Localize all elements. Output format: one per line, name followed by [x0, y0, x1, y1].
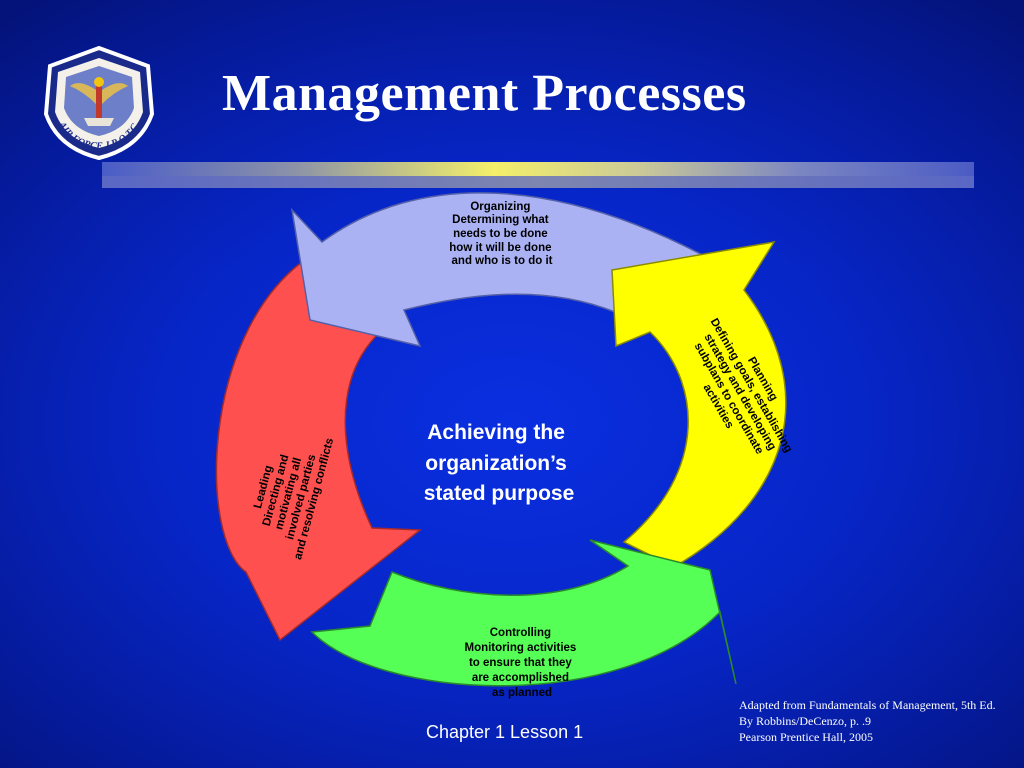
- citation-line: Adapted from Fundamentals of Management,…: [739, 698, 996, 712]
- center-label: Achieving the organization’s stated purp…: [424, 421, 575, 505]
- citation-line: By Robbins/DeCenzo, p. .9: [739, 714, 871, 728]
- air-force-jrotc-emblem: AIR FORCE J.R.O.T.C.: [43, 45, 155, 161]
- slide-title: Management Processes: [222, 65, 747, 122]
- leading-arrow: [215, 261, 423, 642]
- controlling-label: Controlling Monitoring activities to ens…: [464, 627, 579, 699]
- organizing-label: Organizing Determining what needs to be …: [449, 201, 554, 267]
- slide-footer: Chapter 1 Lesson 1: [426, 722, 584, 742]
- wings-icon: [70, 77, 128, 126]
- controlling-arrow: [310, 539, 737, 687]
- citation: Adapted from Fundamentals of Management,…: [739, 697, 996, 745]
- title-divider-bar: [102, 162, 974, 188]
- citation-line: Pearson Prentice Hall, 2005: [739, 730, 873, 744]
